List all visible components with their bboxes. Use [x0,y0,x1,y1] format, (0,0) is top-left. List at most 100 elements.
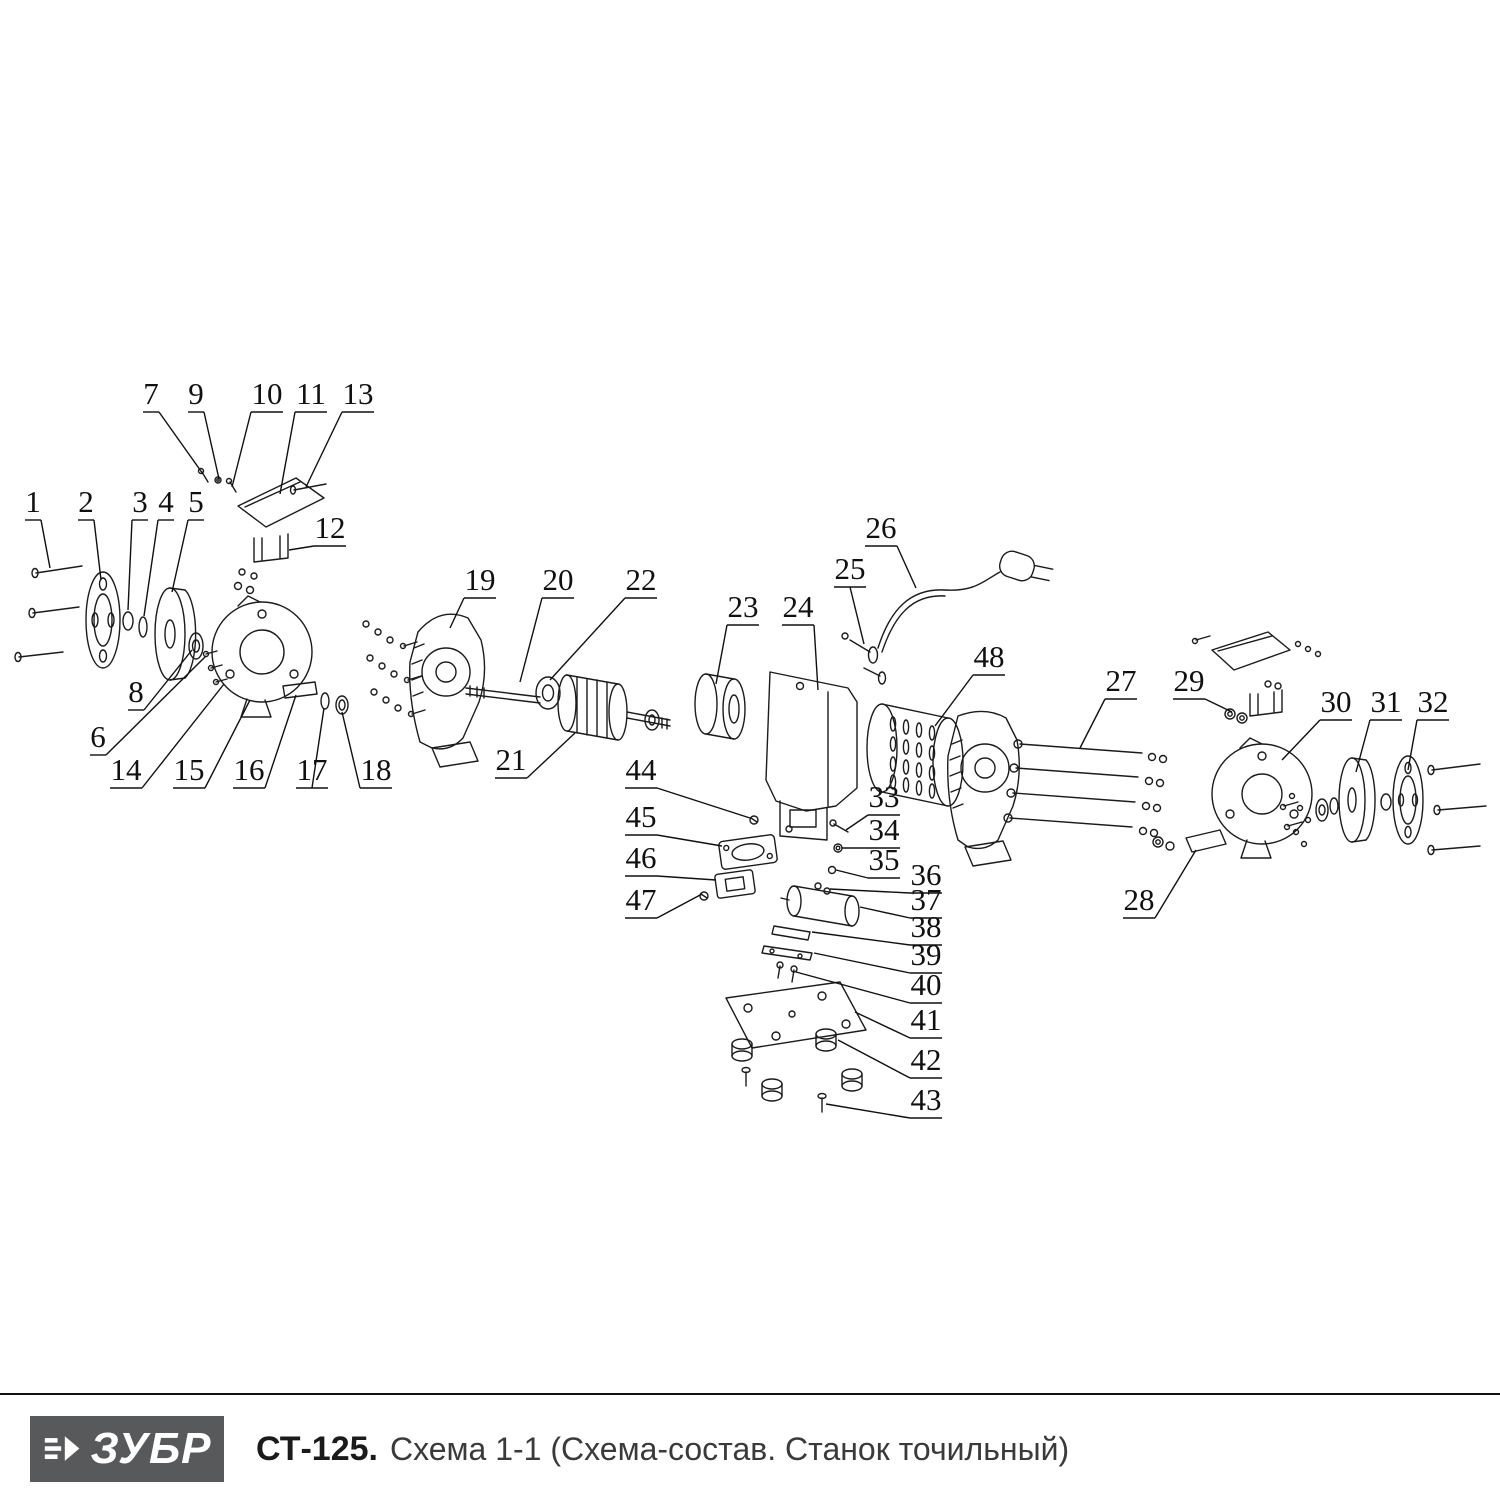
callout-number-14: 14 [111,752,143,787]
callout-leader-24 [813,624,819,691]
part-strap-screws [776,961,798,983]
callout-number-35: 35 [869,842,900,877]
callout-number-45: 45 [626,799,657,834]
callout-leader-28 [1154,849,1197,919]
callout-number-26: 26 [866,510,897,545]
part-sleeve [694,673,746,740]
part-rotor [557,674,628,741]
callout-leader-27 [1079,698,1106,749]
callout-leader-45 [656,834,723,847]
callout-number-32: 32 [1418,684,1449,719]
footer-divider [0,1393,1500,1395]
part-screws-left [14,565,83,663]
part-motor-housing [765,671,858,841]
callout-number-8: 8 [128,674,144,709]
callout-leader-3 [127,519,133,611]
callout-number-42: 42 [911,1042,942,1077]
callout-number-17: 17 [297,752,328,787]
callout-number-28: 28 [1124,882,1155,917]
callout-number-10: 10 [252,376,283,411]
callout-number-29: 29 [1174,663,1205,698]
callout-number-27: 27 [1106,663,1137,698]
callout-leader-6 [105,655,207,756]
part-grinding-wheel-right [1338,757,1376,843]
callout-number-46: 46 [626,840,657,875]
part-rubber-feet [731,1028,863,1102]
callout-leader-26 [896,545,917,589]
callout-leader-48 [934,674,974,727]
part-fastener-cluster-right [1279,792,1312,848]
callout-number-34: 34 [869,812,901,847]
callout-number-31: 31 [1371,684,1402,719]
part-wheel-guard-right [1211,737,1313,859]
callout-number-25: 25 [835,551,866,586]
part-terminal-fasteners [814,819,849,895]
callout-number-30: 30 [1321,684,1352,719]
callout-leader-31 [1355,719,1371,773]
callout-leader-8 [143,649,193,711]
part-bearing-left [188,632,204,660]
callout-leader-14 [141,683,225,789]
callout-number-39: 39 [911,937,942,972]
callout-leader-32 [1407,719,1418,771]
callout-leader-9 [203,411,220,480]
callout-leader-43 [825,1103,911,1119]
callout-number-37: 37 [911,882,942,917]
callout-leader-35 [835,869,869,879]
part-screws-right [1427,763,1487,856]
part-cable-gland [841,632,887,685]
scheme-label: Схема 1-1 (Схема-состав. Станок точильны… [389,1430,1070,1467]
footer-title: СТ-125. Схема 1-1 (Схема-состав. Станок … [256,1430,1069,1469]
callout-number-43: 43 [911,1082,942,1117]
part-bearing-right [1315,797,1339,822]
part-strap [761,945,813,961]
part-spacer [282,681,318,699]
part-shaft-rear [626,709,671,731]
callout-leader-18 [341,711,361,789]
part-wheel-guard-inner-left [211,595,313,718]
part-nut-2 [335,695,349,715]
callout-leader-36 [829,888,911,894]
brand-logo: ЗУБР [30,1416,224,1482]
callout-leader-44 [656,787,751,819]
part-shaft [465,685,541,704]
callout-number-13: 13 [343,376,374,411]
part-flange-right [1380,755,1424,845]
callout-leader-22 [549,597,626,681]
callout-leader-12 [288,545,315,551]
callout-leader-13 [305,411,343,488]
callout-leader-37 [859,906,911,919]
callout-leader-41 [854,1011,911,1039]
part-switch-screws [749,815,793,833]
callout-number-21: 21 [496,742,527,777]
part-clamp-plate [771,925,811,941]
part-flange-left [85,571,121,669]
callout-leader-21 [526,732,576,779]
callout-number-38: 38 [911,909,942,944]
callout-number-9: 9 [188,376,204,411]
callout-leader-5 [171,519,189,593]
brand-name: ЗУБР [90,1424,212,1473]
part-grinding-wheel-left [154,587,197,681]
callout-number-22: 22 [626,562,657,597]
callout-leader-23 [715,624,728,685]
callout-leader-4 [143,519,159,617]
part-stator [866,703,964,807]
part-small-fasteners-left [202,650,228,686]
callout-leader-7 [158,411,204,475]
part-nut [122,611,134,631]
callout-leader-33 [845,814,869,831]
callout-number-36: 36 [911,857,942,892]
brand-emblem-icon [44,1436,79,1461]
callout-number-47: 47 [626,882,657,917]
part-shield-bracket-left [233,533,289,595]
callout-leader-42 [837,1039,911,1079]
callout-leader-1 [40,519,51,569]
callout-leader-46 [656,875,717,881]
callout-leader-16 [264,694,297,789]
callout-number-33: 33 [869,779,900,814]
callout-number-40: 40 [911,967,942,1002]
callout-number-24: 24 [783,589,815,624]
